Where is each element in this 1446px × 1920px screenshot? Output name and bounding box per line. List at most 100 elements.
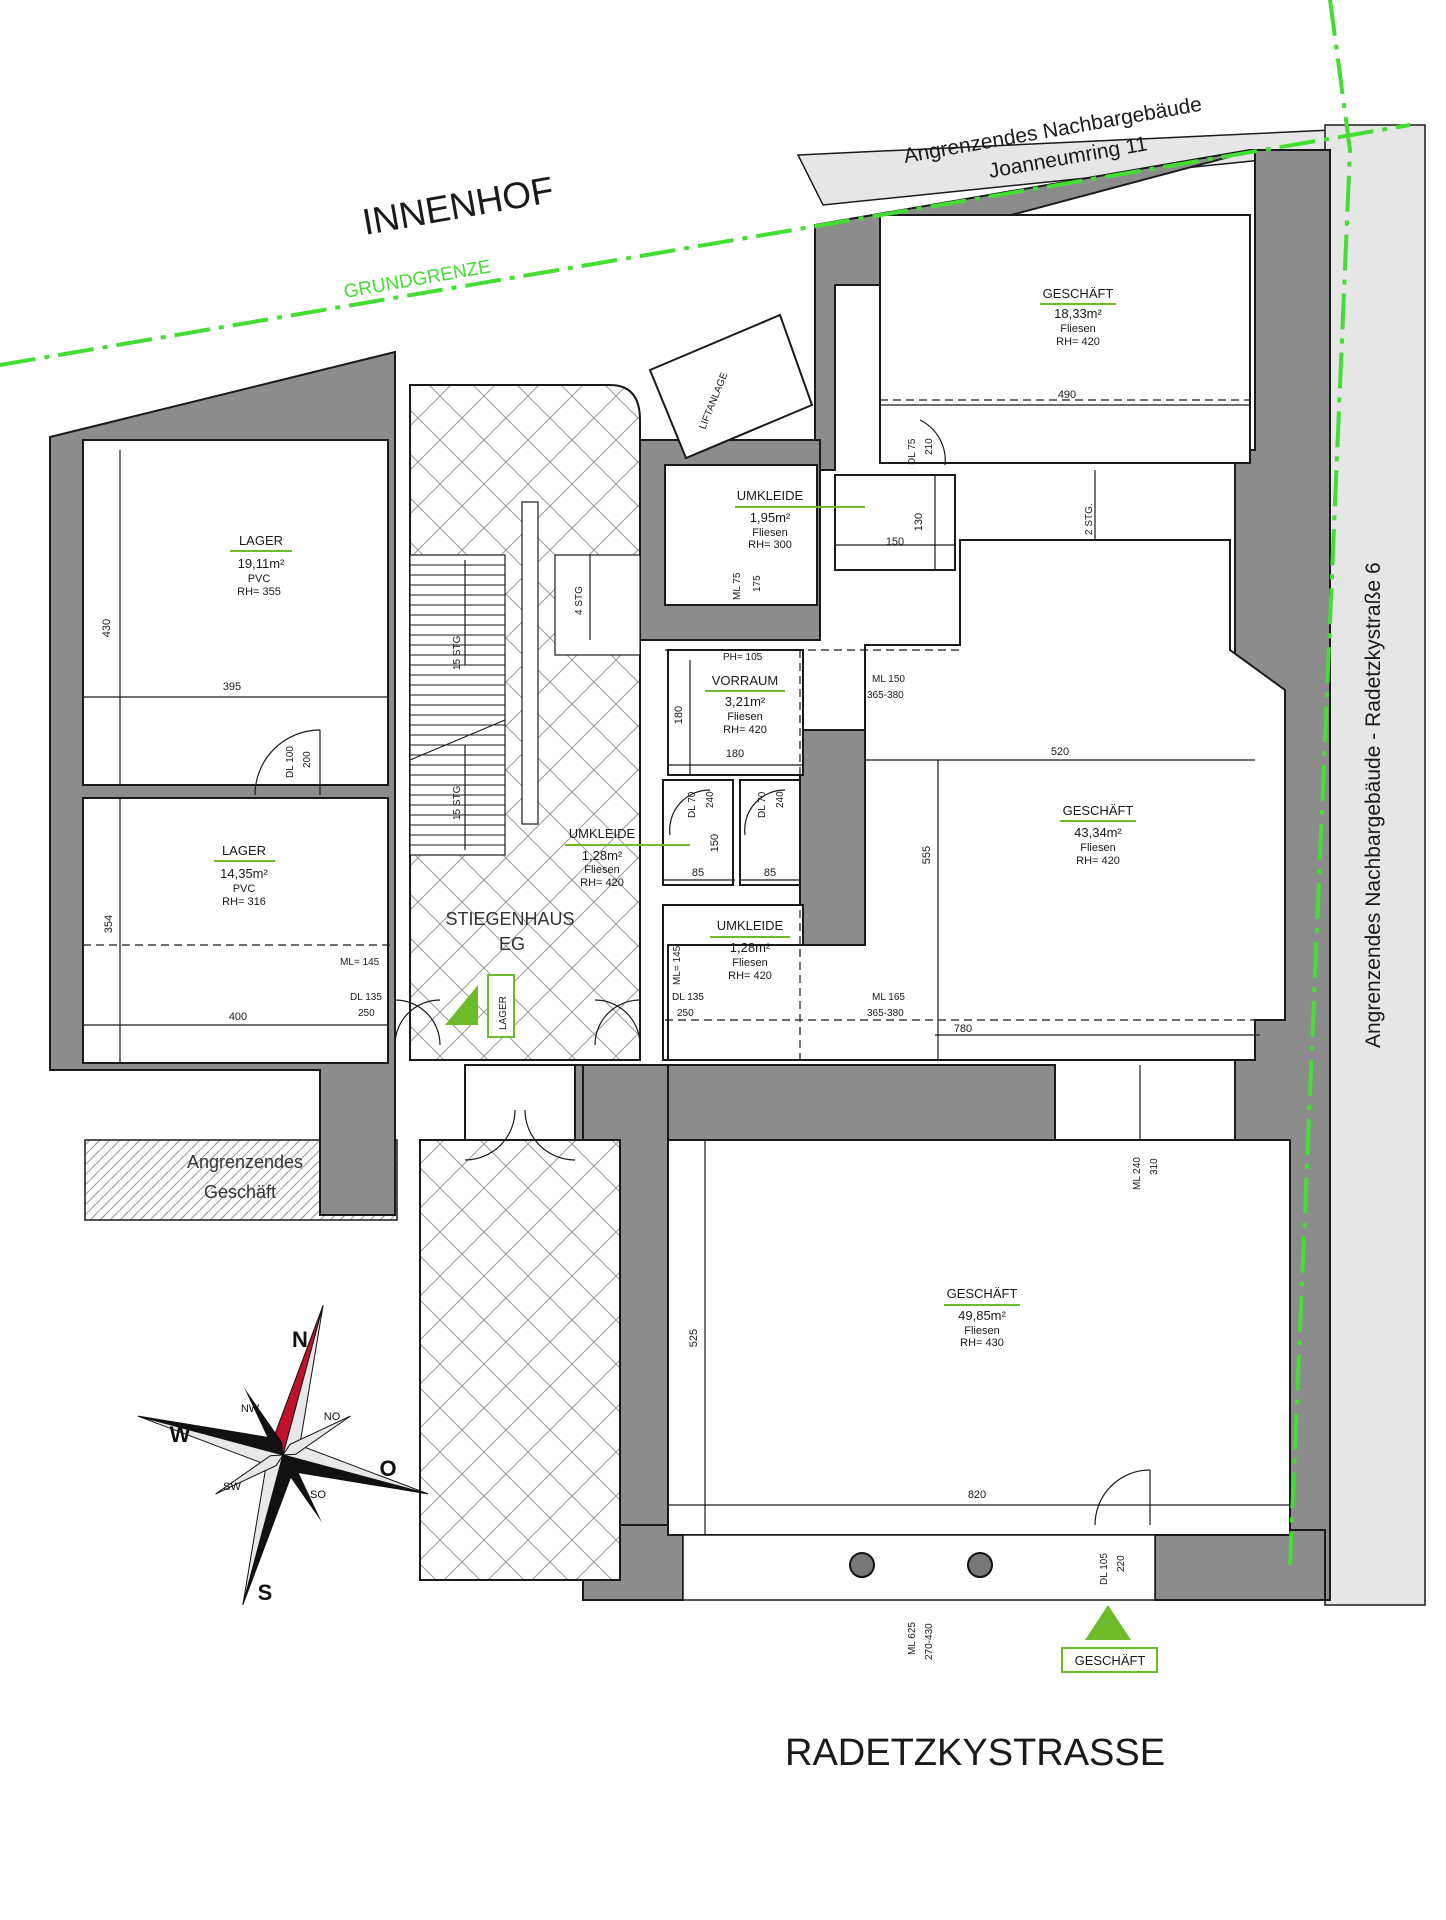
dashed-lines	[83, 399, 1255, 1060]
compass-s: S	[258, 1580, 273, 1605]
room-label-geschaeft-main: GESCHÄFT 49,85m² Fliesen RH= 430	[944, 1286, 1020, 1349]
room-lager-1	[82, 439, 389, 786]
compass-letters: N S W O NW NO SW SO	[170, 1327, 397, 1605]
dim-820: 820	[968, 1489, 986, 1501]
dim-ml240: ML 240	[1132, 1157, 1143, 1190]
room-label-umkleide-c: UMKLEIDE 1,28m² Fliesen RH= 420	[710, 918, 790, 982]
room-small-150	[834, 474, 956, 571]
room-height: RH= 420	[723, 724, 767, 736]
dim-780: 780	[954, 1023, 972, 1035]
room-floor: Fliesen	[584, 864, 619, 876]
dim-ml165: ML 165	[872, 992, 905, 1003]
dim-ml625: ML 625	[907, 1622, 918, 1655]
dim-354: 354	[103, 915, 115, 933]
dimension-texts: 430 395 354 400 490 150 130 180 180 85 8…	[101, 389, 1160, 1660]
dimension-lines	[83, 404, 1290, 1535]
room-label-vorraum: VORRAUM 3,21m² Fliesen RH= 420	[705, 673, 785, 736]
dim-150-v: 150	[709, 834, 721, 852]
compass-w: W	[170, 1422, 191, 1447]
dim-dl100-b: 200	[302, 751, 313, 768]
neighbor-right-label: Angrenzendes Nachbargebäude - Radetzkyst…	[1362, 562, 1385, 1048]
dim-dl135-a2: 250	[358, 1008, 375, 1019]
dim-dl75: DL 75	[907, 438, 918, 465]
compass-rose	[137, 1305, 429, 1605]
corridor-south	[419, 1139, 621, 1581]
dim-dl70-a: DL 70	[687, 791, 698, 818]
wall-south-right	[1154, 1529, 1326, 1601]
innenhof-label: INNENHOF	[359, 169, 556, 243]
dim-ph105: PH= 105	[723, 652, 763, 663]
dim-ml145-a: ML= 145	[340, 957, 380, 968]
room-floor: Fliesen	[752, 527, 787, 539]
dim-85-b: 85	[764, 867, 776, 879]
staircase	[409, 501, 641, 856]
dim-4stg: 4 STG	[574, 586, 585, 615]
entrance-geschaeft-label: GESCHÄFT	[1075, 1653, 1146, 1668]
room-floor: PVC	[248, 573, 271, 585]
dim-15stg-b: 15 STG	[452, 785, 463, 820]
room-height: RH= 420	[1056, 336, 1100, 348]
room-name: LAGER	[222, 843, 266, 858]
room-liftanlage	[648, 313, 814, 460]
room-area: 3,21m²	[725, 694, 766, 709]
room-lager-2	[82, 797, 389, 1064]
street-label: RADETZKYSTRASSE	[785, 1732, 1165, 1774]
room-geschaeft-top	[879, 214, 1251, 464]
room-height: RH= 316	[222, 896, 266, 908]
room-umkleide-a	[664, 464, 818, 606]
dim-ml240-b: 310	[1149, 1158, 1160, 1175]
compass-o: O	[379, 1456, 396, 1481]
dim-430: 430	[101, 619, 113, 637]
room-name: UMKLEIDE	[717, 918, 784, 933]
room-name: VORRAUM	[712, 673, 778, 688]
room-label-lager-2: LAGER 14,35m² PVC RH= 316	[214, 843, 275, 908]
doors	[254, 419, 1151, 1526]
room-area: 19,11m²	[238, 556, 285, 571]
dim-400: 400	[229, 1011, 247, 1023]
room-height: RH= 355	[237, 586, 281, 598]
room-umkleide-b2	[739, 779, 801, 886]
room-area: 1,95m²	[750, 510, 791, 525]
dim-180-v: 180	[673, 706, 685, 724]
room-name: GESCHÄFT	[1063, 803, 1134, 818]
room-geschaeft-main	[667, 1139, 1291, 1536]
compass-nw: NW	[241, 1403, 260, 1415]
dim-dl105-b: 220	[1116, 1555, 1127, 1572]
room-name: LAGER	[239, 533, 283, 548]
dim-ml75-b: 175	[752, 575, 763, 592]
dim-130: 130	[913, 513, 925, 531]
compass-sw: SW	[223, 1481, 241, 1493]
entrance-geschaeft-marker	[1061, 1605, 1158, 1673]
dim-ml165-b: 365-380	[867, 1008, 904, 1019]
room-label-geschaeft-mid: GESCHÄFT 43,34m² Fliesen RH= 420	[1060, 803, 1136, 867]
dim-dl135-b: DL 135	[672, 992, 704, 1003]
room-umkleide-b	[662, 779, 734, 886]
dim-dl70-a2: 240	[705, 791, 716, 808]
dim-dl75-b: 210	[924, 438, 935, 455]
dim-dl105: DL 105	[1099, 1553, 1110, 1585]
room-height: RH= 420	[580, 877, 624, 889]
room-area: 49,85m²	[958, 1308, 1006, 1323]
stiegenhaus-eg-label: EG	[499, 934, 525, 954]
shopfront	[682, 1534, 1156, 1601]
room-name: GESCHÄFT	[1043, 286, 1114, 301]
stiegenhaus-label: STIEGENHAUS	[445, 909, 574, 929]
neighbor-shop-line1: Angrenzendes	[187, 1152, 303, 1172]
dim-dl135-b2: 250	[677, 1008, 694, 1019]
dim-dl100: DL 100	[285, 746, 296, 778]
room-height: RH= 420	[728, 970, 772, 982]
compass-so: SO	[310, 1489, 326, 1501]
room-floor: Fliesen	[964, 1325, 999, 1337]
dim-395: 395	[223, 681, 241, 693]
compass-n: N	[292, 1327, 308, 1352]
dim-ml145-b: ML= 145	[672, 945, 683, 985]
dim-15stg-a: 15 STG	[452, 635, 463, 670]
dim-dl135-a: DL 135	[350, 992, 382, 1003]
neighbor-shop-line2: Geschäft	[204, 1182, 276, 1202]
dim-490: 490	[1058, 389, 1076, 401]
room-label-umkleide-b: UMKLEIDE 1,28m² Fliesen RH= 420	[565, 826, 690, 889]
room-area: 18,33m²	[1054, 306, 1102, 321]
property-line-east	[1288, 0, 1353, 1566]
room-area: 1,28m²	[582, 848, 623, 863]
column-1	[849, 1552, 875, 1578]
